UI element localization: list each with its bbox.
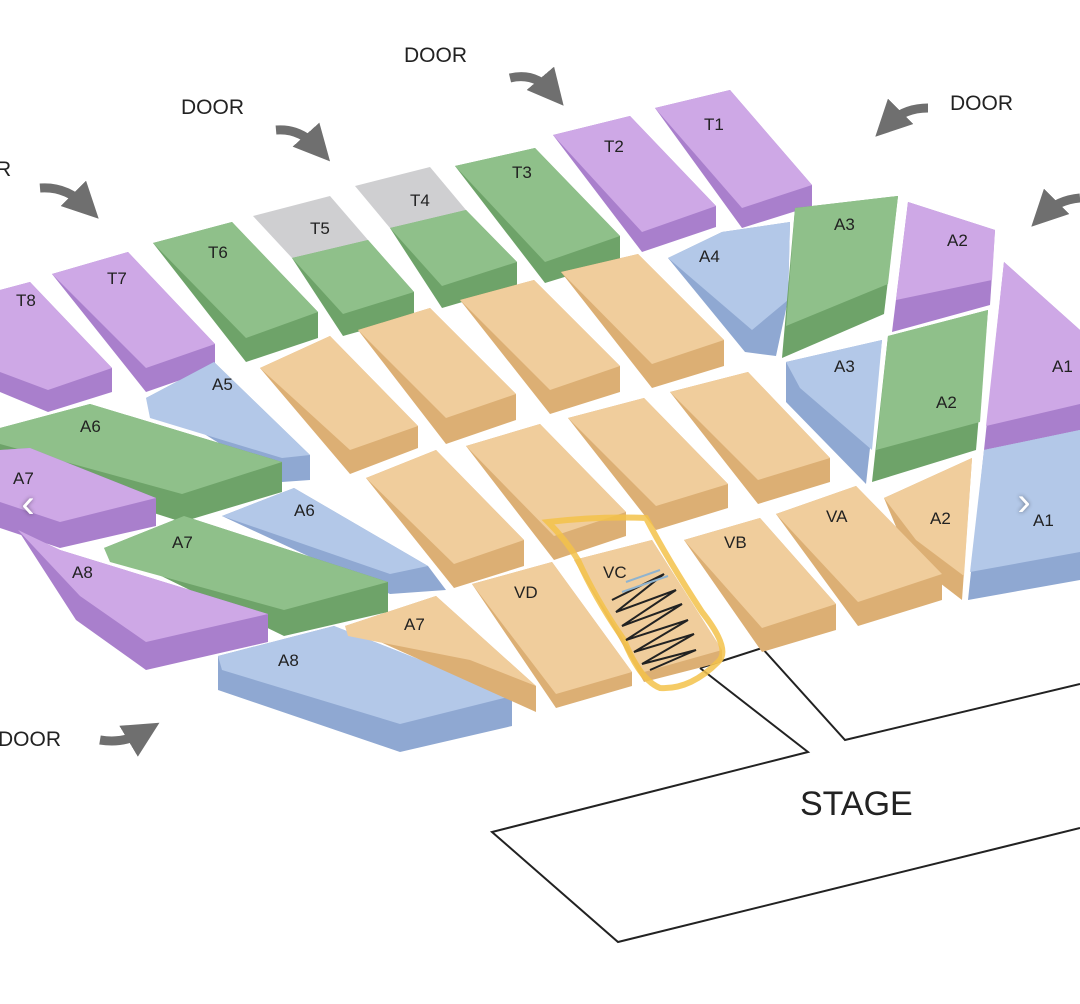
section-T6[interactable]: T6 <box>153 222 318 362</box>
section-A5[interactable]: A5 <box>146 362 310 482</box>
scribble-mark-blue <box>621 569 669 593</box>
stage-outline <box>489 646 1080 944</box>
section-VB[interactable]: VB <box>684 518 836 652</box>
section-T4[interactable]: T4 <box>355 167 517 308</box>
section-A4[interactable]: A4 <box>668 222 790 356</box>
section-A1-low[interactable]: A1 <box>968 430 1080 600</box>
door-label: DOOR <box>181 96 244 119</box>
door-arrow-icon <box>99 722 160 757</box>
section-label: T8 <box>16 291 36 310</box>
section-A8-lower[interactable]: A8 <box>218 626 512 752</box>
section-label: A4 <box>699 247 720 266</box>
section-label: A2 <box>947 231 968 250</box>
floor-block[interactable] <box>358 308 516 444</box>
section-label: A8 <box>72 563 93 582</box>
section-label: A6 <box>80 417 101 436</box>
section-A3-top[interactable]: A3 <box>782 196 898 358</box>
floor-blocks <box>260 254 830 588</box>
door-label: R <box>0 158 11 181</box>
section-label: VD <box>514 583 538 602</box>
section-label: T3 <box>512 163 532 182</box>
floor-block[interactable] <box>670 372 830 504</box>
carousel-prev-button[interactable]: ‹ <box>21 481 35 526</box>
carousel-next-button[interactable]: › <box>1017 479 1031 524</box>
section-A2-low[interactable]: A2 <box>884 458 972 600</box>
door-label: DOOR <box>950 92 1013 115</box>
section-label: VA <box>826 507 848 526</box>
section-A3-low[interactable]: A3 <box>786 340 882 484</box>
section-A6-upper[interactable]: A6 <box>0 404 282 522</box>
door-arrow-icon <box>275 122 331 162</box>
door-arrow-icon <box>875 98 929 137</box>
section-label: A3 <box>834 215 855 234</box>
stage-label: STAGE <box>800 785 913 823</box>
door-label: DOOR <box>404 44 467 67</box>
section-label: T6 <box>208 243 228 262</box>
floor-block[interactable] <box>460 280 620 414</box>
scribble-mark <box>611 573 697 671</box>
door-arrow-icon <box>508 66 564 106</box>
section-label: VB <box>724 533 747 552</box>
section-label: A1 <box>1033 511 1054 530</box>
section-label: T4 <box>410 191 430 210</box>
door-label: DOOR <box>0 728 61 751</box>
section-A7-mid[interactable]: A7 <box>104 516 388 636</box>
section-A7-floor[interactable]: A7 <box>345 596 536 712</box>
section-label: A7 <box>172 533 193 552</box>
floor-block[interactable] <box>366 450 524 588</box>
section-label: A2 <box>930 509 951 528</box>
section-label: A1 <box>1052 357 1073 376</box>
section-T8[interactable]: T8 <box>0 282 112 412</box>
section-label: T5 <box>310 219 330 238</box>
door-arrow-icon <box>39 180 99 219</box>
floor-block[interactable] <box>568 398 728 530</box>
section-VD[interactable]: VD <box>472 562 632 708</box>
section-label: A7 <box>404 615 425 634</box>
section-A7-left[interactable]: A7 <box>0 448 156 548</box>
section-label: A5 <box>212 375 233 394</box>
section-label: T1 <box>704 115 724 134</box>
section-label: T2 <box>604 137 624 156</box>
section-T7[interactable]: T7 <box>52 252 215 392</box>
section-label: A3 <box>834 357 855 376</box>
door-arrow-icon <box>1031 188 1080 227</box>
section-label: A6 <box>294 501 315 520</box>
section-A1-top[interactable]: A1 <box>984 262 1080 450</box>
section-A6-lower[interactable]: A6 <box>222 488 446 594</box>
section-A2-mid[interactable]: A2 <box>872 310 988 482</box>
section-T2[interactable]: T2 <box>553 116 716 252</box>
section-label: A2 <box>936 393 957 412</box>
section-label: A8 <box>278 651 299 670</box>
section-T3[interactable]: T3 <box>455 148 620 283</box>
section-VA[interactable]: VA <box>776 486 942 626</box>
section-label: VC <box>603 563 627 582</box>
section-label: T7 <box>107 269 127 288</box>
section-T5[interactable]: T5 <box>253 196 414 336</box>
floor-block[interactable] <box>561 254 724 388</box>
floor-block[interactable] <box>466 424 626 560</box>
section-A2-top[interactable]: A2 <box>892 202 995 332</box>
section-A8-left[interactable]: A8 <box>18 530 268 670</box>
highlight-outline <box>541 514 726 692</box>
section-label: A7 <box>13 469 34 488</box>
floor-block[interactable] <box>260 336 418 474</box>
section-T1[interactable]: T1 <box>655 90 812 228</box>
